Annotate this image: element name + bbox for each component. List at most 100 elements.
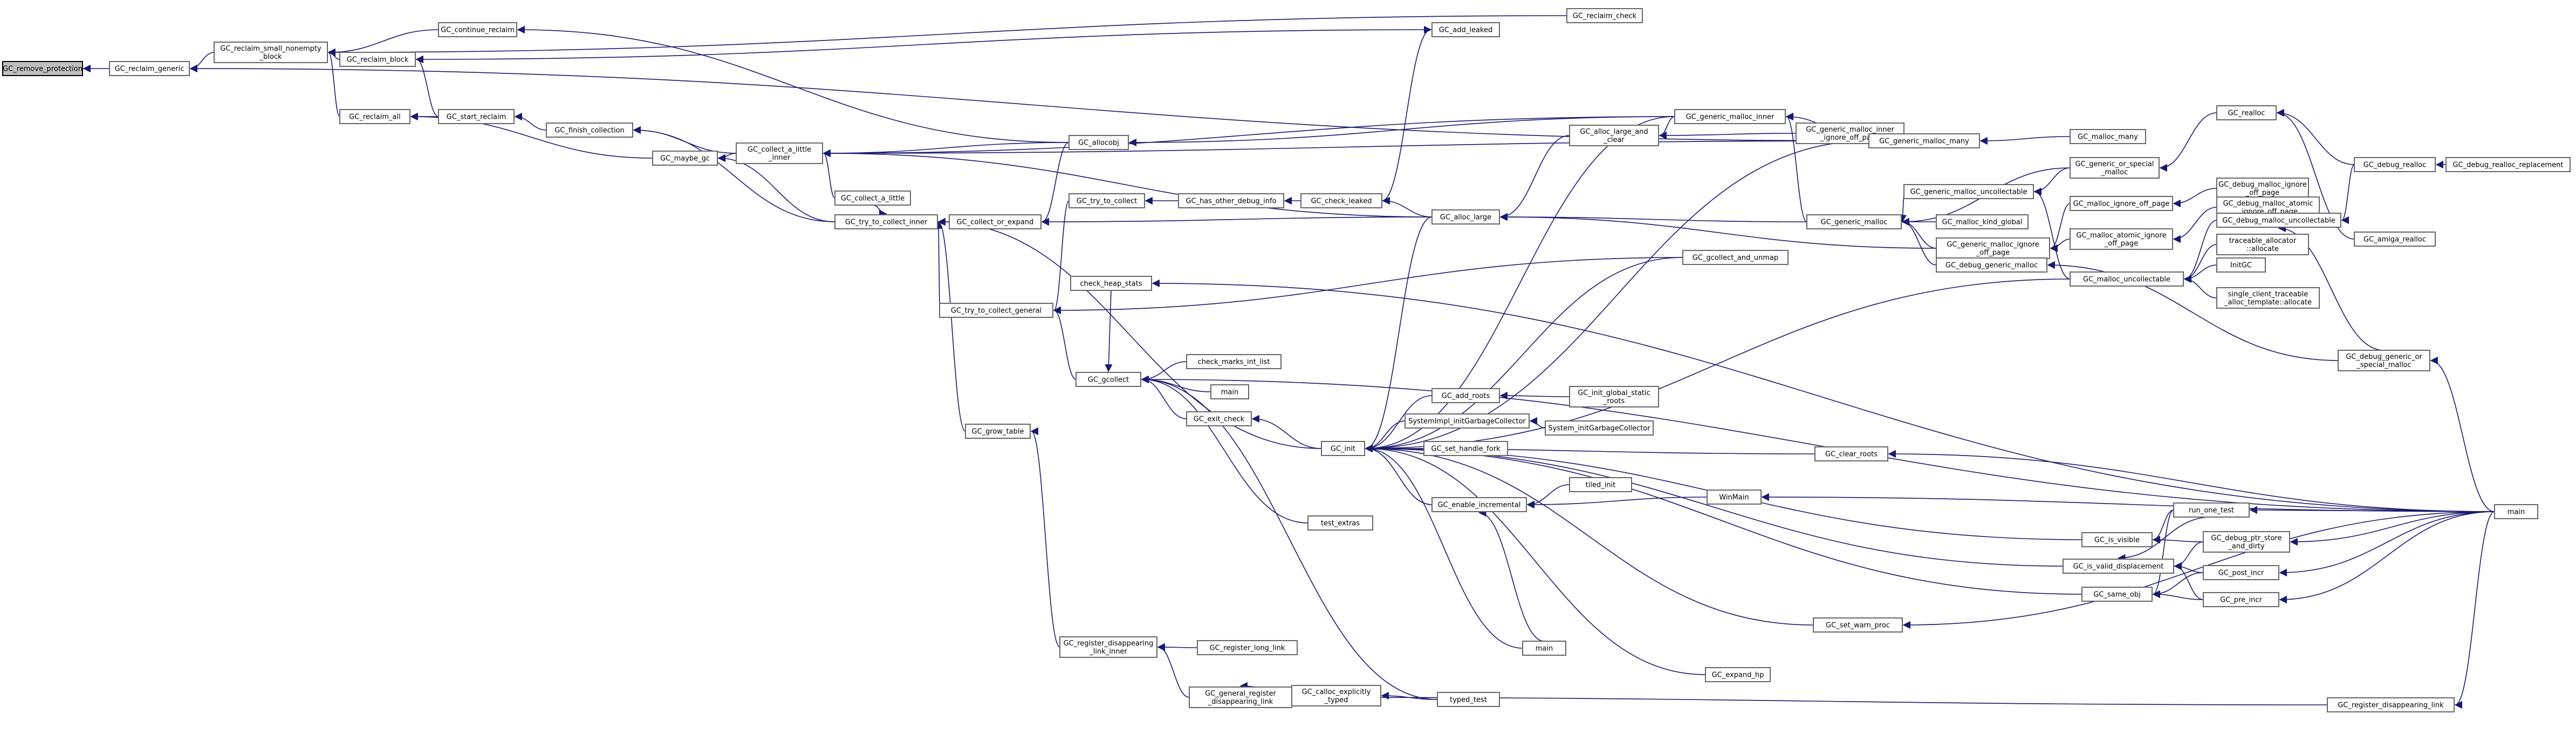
node-clear-roots[interactable]: GC_clear_roots	[1814, 446, 1888, 461]
node-enable-incremental[interactable]: GC_enable_incremental	[1431, 497, 1527, 512]
node-try-to-collect[interactable]: GC_try_to_collect	[1068, 193, 1145, 208]
call-edge	[1382, 196, 1433, 218]
node-calloc-explicitly-typed[interactable]: GC_calloc_explicitly_typed	[1291, 685, 1381, 706]
node-single-client[interactable]: single_client_traceable_alloc_template::…	[2216, 287, 2320, 309]
node-debug-malloc-uncollectable[interactable]: GC_debug_malloc_uncollectable	[2216, 213, 2341, 228]
node-generic-malloc[interactable]: GC_generic_malloc	[1806, 214, 1902, 229]
node-check-heap-stats[interactable]: check_heap_stats	[1070, 276, 1152, 291]
node-main-mid[interactable]: main	[1522, 641, 1566, 656]
node-main-right[interactable]: main	[2494, 504, 2538, 519]
node-label: run_one_test	[2189, 507, 2234, 515]
node-reclaim-small[interactable]: GC_reclaim_small_nonempty_block	[214, 42, 328, 63]
node-debug-realloc[interactable]: GC_debug_realloc	[2354, 157, 2436, 172]
node-initGC[interactable]: InitGC	[2216, 257, 2266, 273]
node-register-long-link[interactable]: GC_register_long_link	[1197, 640, 1298, 655]
node-reclaim-generic[interactable]: GC_reclaim_generic	[109, 61, 190, 76]
node-traceable-allocator[interactable]: traceable_allocator::allocate	[2216, 234, 2309, 255]
node-label: GC_add_leaked	[1439, 26, 1493, 35]
node-post-incr[interactable]: GC_post_incr	[2203, 565, 2279, 580]
node-try-to-collect-general[interactable]: GC_try_to_collect_general	[939, 303, 1053, 318]
call-edge	[189, 52, 215, 73]
node-expand-hp[interactable]: GC_expand_hp	[1705, 667, 1771, 682]
node-main-small[interactable]: main	[1210, 384, 1249, 399]
node-finish-collection[interactable]: GC_finish_collection	[546, 123, 633, 138]
node-generic-malloc-uncollectable[interactable]: GC_generic_malloc_uncollectable	[1903, 184, 2034, 199]
node-generic-malloc-many[interactable]: GC_generic_malloc_many	[1868, 133, 1980, 148]
node-malloc-ignore-off-page[interactable]: GC_malloc_ignore_off_page	[2070, 196, 2173, 211]
node-set-handle-fork[interactable]: GC_set_handle_fork	[1423, 441, 1508, 456]
node-debug-ptr-store[interactable]: GC_debug_ptr_store_and_dirty	[2203, 531, 2290, 553]
node-is-valid-displacement[interactable]: GC_is_valid_displacement	[2063, 559, 2174, 574]
node-allocobj[interactable]: GC_allocobj	[1068, 135, 1129, 150]
node-test-extras[interactable]: test_extras	[1307, 515, 1373, 531]
call-edge	[1365, 444, 1433, 505]
call-edge	[1251, 414, 1322, 449]
node-init-warn-proc[interactable]: GC_set_warn_proc	[1813, 617, 1903, 633]
node-init[interactable]: GC_init	[1321, 441, 1365, 456]
node-alloc-large-and-clear[interactable]: GC_alloc_large_and_clear	[1569, 125, 1659, 146]
node-reclaim-check[interactable]: GC_reclaim_check	[1566, 8, 1643, 23]
node-debug-generic-or-special[interactable]: GC_debug_generic_or_special_malloc	[2338, 350, 2430, 371]
node-system-init[interactable]: System_initGarbageCollector	[1545, 420, 1654, 436]
node-reclaim-all[interactable]: GC_reclaim_all	[339, 109, 410, 124]
node-maybe-gc[interactable]: GC_maybe_gc	[652, 151, 718, 166]
node-same-obj[interactable]: GC_same_obj	[2081, 587, 2153, 602]
node-typed-test[interactable]: typed_test	[1437, 692, 1500, 707]
node-collect-a-little[interactable]: GC_collect_a_little	[834, 191, 911, 206]
node-check-leaked[interactable]: GC_check_leaked	[1300, 193, 1382, 208]
node-general-register-disappearing[interactable]: GC_general_register_disappearing_link	[1189, 687, 1292, 708]
call-edge	[415, 55, 439, 117]
node-malloc-many[interactable]: GC_malloc_many	[2070, 129, 2146, 144]
node-grow-table[interactable]: GC_grow_table	[965, 424, 1031, 439]
node-register-disappearing-link[interactable]: GC_register_disappearing_link	[2327, 697, 2455, 712]
node-start-reclaim[interactable]: GC_start_reclaim	[438, 109, 515, 124]
node-check-marks-int-list[interactable]: check_marks_int_list	[1186, 354, 1282, 369]
node-remove-protection[interactable]: GC_remove_protection	[2, 61, 83, 76]
node-system-impl-init[interactable]: SystemImpl_initGarbageCollector	[1405, 413, 1530, 429]
node-add-leaked[interactable]: GC_add_leaked	[1431, 22, 1500, 37]
node-debug-malloc-ignore[interactable]: GC_debug_malloc_ignore_off_page	[2216, 178, 2309, 199]
node-generic-malloc-inner[interactable]: GC_generic_malloc_inner	[1674, 109, 1786, 124]
node-winmain[interactable]: WinMain	[1707, 490, 1762, 505]
node-label: check_heap_stats	[1080, 280, 1142, 288]
node-label: GC_debug_realloc_replacement	[2452, 161, 2563, 169]
node-register-disappearing-link-inner[interactable]: GC_register_disappearing_link_inner	[1059, 636, 1157, 658]
node-collect-or-expand[interactable]: GC_collect_or_expand	[949, 214, 1042, 229]
call-edge	[2173, 188, 2217, 208]
node-label: _block	[259, 53, 282, 61]
node-amiga-realloc[interactable]: GC_amiga_realloc	[2354, 232, 2436, 247]
node-label: GC_finish_collection	[554, 127, 625, 135]
node-debug-generic-malloc[interactable]: GC_debug_generic_malloc	[1936, 257, 2047, 273]
node-is-visible[interactable]: GC_is_visible	[2081, 532, 2153, 547]
call-edge	[1499, 391, 1570, 400]
node-try-to-collect-inner[interactable]: GC_try_to_collect_inner	[834, 214, 938, 229]
call-edge	[2152, 535, 2204, 544]
node-collect-a-little-inner[interactable]: GC_collect_a_little_inner	[736, 142, 823, 164]
node-tiled-init[interactable]: tiled_init	[1569, 477, 1632, 492]
node-generic-malloc-ignore[interactable]: GC_generic_malloc_ignore_off_page	[1936, 237, 2050, 259]
node-gcollect[interactable]: GC_gcollect	[1075, 372, 1141, 387]
node-label: GC_is_valid_displacement	[2073, 563, 2164, 571]
call-edge	[717, 153, 737, 162]
node-reclaim-block[interactable]: GC_reclaim_block	[339, 52, 416, 67]
node-continue-reclaim[interactable]: GC_continue_reclaim	[438, 22, 517, 37]
node-malloc-atomic-ignore[interactable]: GC_malloc_atomic_ignore_off_page	[2070, 228, 2173, 250]
call-edge	[1381, 691, 1438, 700]
node-generic-or-special[interactable]: GC_generic_or_special_malloc	[2070, 157, 2160, 179]
node-gcollect-and-unmap[interactable]: GC_gcollect_and_unmap	[1682, 250, 1789, 265]
node-exit-check[interactable]: GC_exit_check	[1186, 411, 1252, 426]
call-edge	[327, 15, 1567, 57]
node-label: GC_malloc_uncollectable	[2083, 276, 2170, 284]
node-init-global-static-roots[interactable]: GC_init_global_static_roots	[1569, 386, 1659, 407]
node-malloc-uncollectable[interactable]: GC_malloc_uncollectable	[2070, 271, 2184, 287]
node-realloc[interactable]: GC_realloc	[2216, 105, 2277, 120]
node-debug-realloc-replacement[interactable]: GC_debug_realloc_replacement	[2445, 157, 2571, 172]
call-edge	[1659, 116, 1675, 140]
node-label: WinMain	[1719, 494, 1749, 502]
node-add-roots[interactable]: GC_add_roots	[1431, 388, 1500, 403]
node-malloc-kind-global[interactable]: GC_malloc_kind_global	[1936, 214, 2029, 229]
node-alloc-large[interactable]: GC_alloc_large	[1431, 209, 1500, 225]
node-pre-incr[interactable]: GC_pre_incr	[2203, 592, 2279, 607]
node-run-one-test[interactable]: run_one_test	[2173, 502, 2250, 518]
node-has-other-debug-info[interactable]: GC_has_other_debug_info	[1178, 193, 1284, 208]
